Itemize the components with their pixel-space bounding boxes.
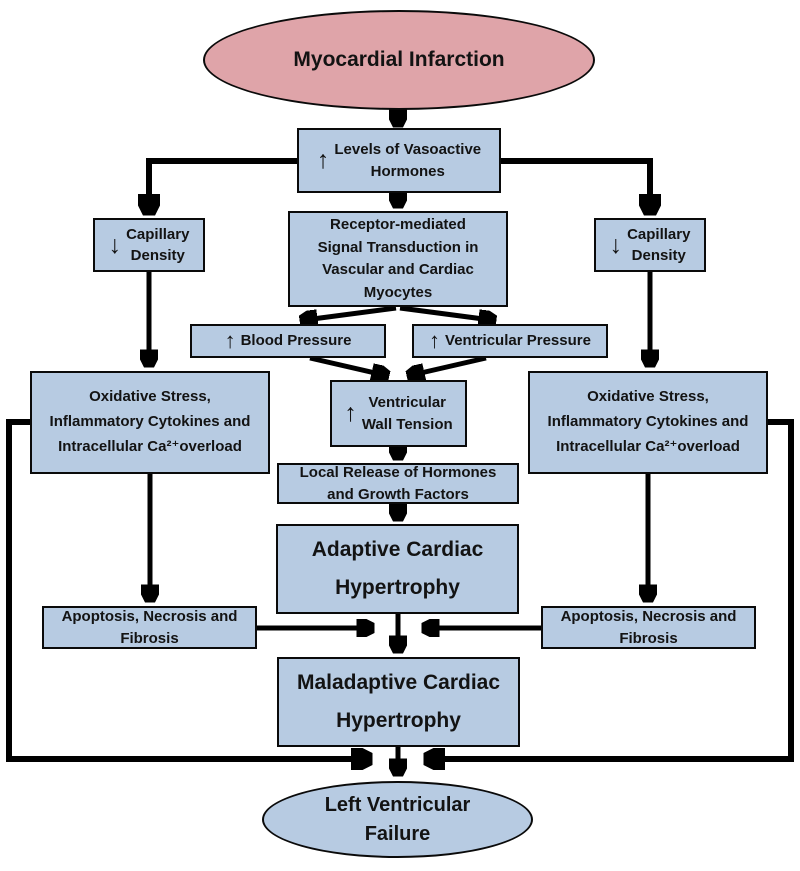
up-arrow-icon: ↑ <box>344 399 357 427</box>
arrow-ventricular-pressure-to-wall-tension <box>412 355 487 375</box>
up-arrow-icon: ↑ <box>429 328 441 353</box>
label-line: Density <box>631 247 686 264</box>
node-label: Blood Pressure <box>241 330 352 351</box>
node-adaptive-cardiac-hypertrophy: Adaptive Cardiac Hypertrophy <box>276 524 519 614</box>
node-left-ventricular-failure: Left Ventricular Failure <box>262 781 533 858</box>
label-line: Fibrosis <box>619 629 678 647</box>
node-ventricular-pressure: ↑ Ventricular Pressure <box>412 324 608 358</box>
node-label: Apoptosis, Necrosis and Fibrosis <box>561 606 737 649</box>
down-arrow-icon: ↓ <box>609 230 623 259</box>
node-capillary-density-left: ↓ Capillary Density <box>93 218 205 272</box>
label-line: Oxidative Stress, <box>587 388 709 406</box>
label-line: Receptor-mediated <box>330 216 466 233</box>
label-line: Hormones <box>370 162 445 180</box>
label-line: Left Ventricular <box>324 793 471 816</box>
line-vasoactive-to-capillary-right <box>498 158 650 209</box>
line-outer-right-feedback <box>430 419 794 759</box>
label-line: Adaptive Cardiac <box>311 538 484 562</box>
node-label: Ventricular Wall Tension <box>362 392 453 435</box>
label-line: Apoptosis, Necrosis and <box>61 608 238 626</box>
node-capillary-density-right: ↓ Capillary Density <box>594 218 706 272</box>
label-line: Ventricular <box>368 394 447 412</box>
label-line: Oxidative Stress, <box>89 388 211 406</box>
arrow-blood-pressure-to-wall-tension <box>309 355 384 375</box>
node-receptor-signal-transduction: Receptor-mediated Signal Transduction in… <box>288 211 508 307</box>
label-line: Capillary <box>126 225 190 243</box>
label-line: Myocytes <box>363 283 433 301</box>
node-label: Ventricular Pressure <box>445 330 591 351</box>
node-label: Left Ventricular Failure <box>325 791 471 849</box>
node-ventricular-wall-tension: ↑ Ventricular Wall Tension <box>330 380 467 447</box>
label-line: and Growth Factors <box>327 485 469 503</box>
node-label: Local Release of Hormones and Growth Fac… <box>300 462 497 505</box>
label-line: Maladaptive Cardiac <box>296 671 501 695</box>
label-line: Blood Pressure <box>240 332 352 350</box>
label-line: Hypertrophy <box>335 576 460 599</box>
node-myocardial-infarction: Myocardial Infarction <box>203 10 595 110</box>
label-line: Vascular and Cardiac <box>322 261 474 278</box>
label-line: Failure <box>364 822 431 845</box>
label-line: Levels of Vasoactive <box>334 141 482 159</box>
arrow-receptor-to-ventricular-pressure <box>399 305 491 320</box>
label-line: Ventricular Pressure <box>445 332 591 350</box>
up-arrow-icon: ↑ <box>316 146 330 174</box>
node-label: Apoptosis, Necrosis and Fibrosis <box>62 606 238 649</box>
node-label: Myocardial Infarction <box>293 45 504 75</box>
node-label: Capillary Density <box>627 224 690 267</box>
node-label: Maladaptive Cardiac Hypertrophy <box>297 664 500 740</box>
node-vasoactive-hormones: ↑ Levels of Vasoactive Hormones <box>297 128 501 193</box>
arrow-receptor-to-blood-pressure <box>305 305 397 320</box>
node-apoptosis-left: Apoptosis, Necrosis and Fibrosis <box>42 606 257 649</box>
label-line: Apoptosis, Necrosis and <box>560 608 737 626</box>
node-label: Oxidative Stress, Inflammatory Cytokines… <box>50 385 251 459</box>
node-blood-pressure: ↑ Blood Pressure <box>190 324 386 358</box>
node-label: Receptor-mediated Signal Transduction in… <box>318 214 479 304</box>
node-oxidative-stress-left: Oxidative Stress, Inflammatory Cytokines… <box>30 371 270 474</box>
label-line: Density <box>130 247 185 264</box>
label-line: Myocardial Infarction <box>293 48 505 72</box>
label-line: Inflammatory Cytokines and <box>49 413 251 431</box>
up-arrow-icon: ↑ <box>224 328 236 353</box>
label-line: Local Release of Hormones <box>299 464 497 482</box>
label-line: Hypertrophy <box>336 709 461 732</box>
label-line: Wall Tension <box>361 415 453 433</box>
down-arrow-icon: ↓ <box>108 230 122 259</box>
label-line: Intracellular Ca²⁺overload <box>556 437 740 455</box>
node-maladaptive-cardiac-hypertrophy: Maladaptive Cardiac Hypertrophy <box>277 657 520 747</box>
node-label: Levels of Vasoactive Hormones <box>334 139 481 182</box>
label-line: Inflammatory Cytokines and <box>547 413 749 431</box>
line-vasoactive-to-capillary-left <box>149 158 300 209</box>
label-line: Intracellular Ca²⁺overload <box>58 437 242 455</box>
node-oxidative-stress-right: Oxidative Stress, Inflammatory Cytokines… <box>528 371 768 474</box>
line-outer-left-feedback <box>6 419 366 759</box>
label-line: Signal Transduction in <box>317 238 479 256</box>
node-label: Adaptive Cardiac Hypertrophy <box>312 531 484 607</box>
label-line: Fibrosis <box>120 629 179 647</box>
node-local-release-hormones: Local Release of Hormones and Growth Fac… <box>277 463 519 504</box>
node-label: Capillary Density <box>126 224 189 267</box>
label-line: Capillary <box>627 225 691 243</box>
node-apoptosis-right: Apoptosis, Necrosis and Fibrosis <box>541 606 756 649</box>
node-label: Oxidative Stress, Inflammatory Cytokines… <box>548 385 749 459</box>
